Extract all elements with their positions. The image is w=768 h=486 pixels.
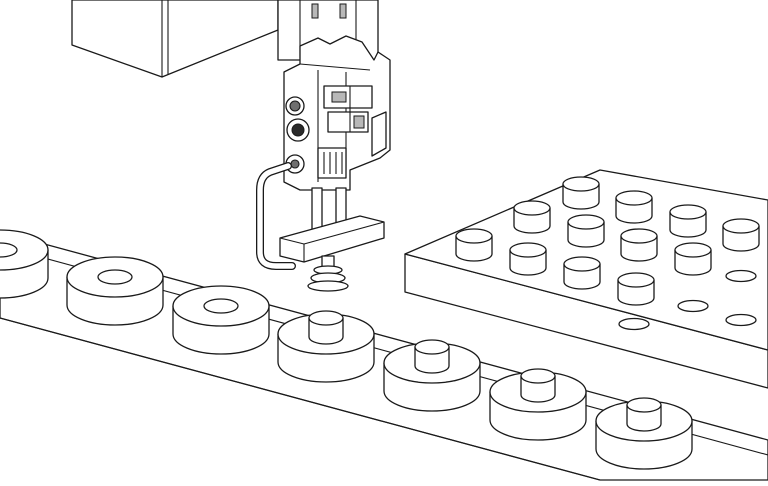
tray-peg <box>674 242 712 276</box>
tray-peg <box>513 200 551 234</box>
crossbar-plate <box>279 215 385 263</box>
tray-peg <box>563 256 601 290</box>
gripper-head <box>283 35 391 191</box>
tray-empty-slot <box>725 313 757 327</box>
washer-with-peg <box>595 397 693 470</box>
tray-peg <box>562 176 600 210</box>
empty-washer <box>66 256 164 326</box>
tray-peg <box>620 228 658 262</box>
tray-peg <box>722 218 760 252</box>
vacuum-hose <box>256 162 296 270</box>
tray-empty-slot <box>677 299 709 313</box>
gantry-housing <box>71 0 279 78</box>
suction-cup <box>307 255 349 292</box>
empty-washer <box>0 229 49 299</box>
washer-with-peg <box>489 368 587 441</box>
tray-peg <box>669 204 707 238</box>
empty-washer <box>172 285 270 355</box>
tray-peg <box>455 228 493 262</box>
tray-peg <box>509 242 547 276</box>
tray-peg <box>615 190 653 224</box>
washer-with-peg <box>383 339 481 412</box>
tray-empty-slot <box>618 317 650 331</box>
tray-pegs <box>455 176 760 331</box>
tray-peg <box>567 214 605 248</box>
washer-with-peg <box>277 310 375 383</box>
tray-peg <box>617 272 655 306</box>
tray-empty-slot <box>725 269 757 283</box>
